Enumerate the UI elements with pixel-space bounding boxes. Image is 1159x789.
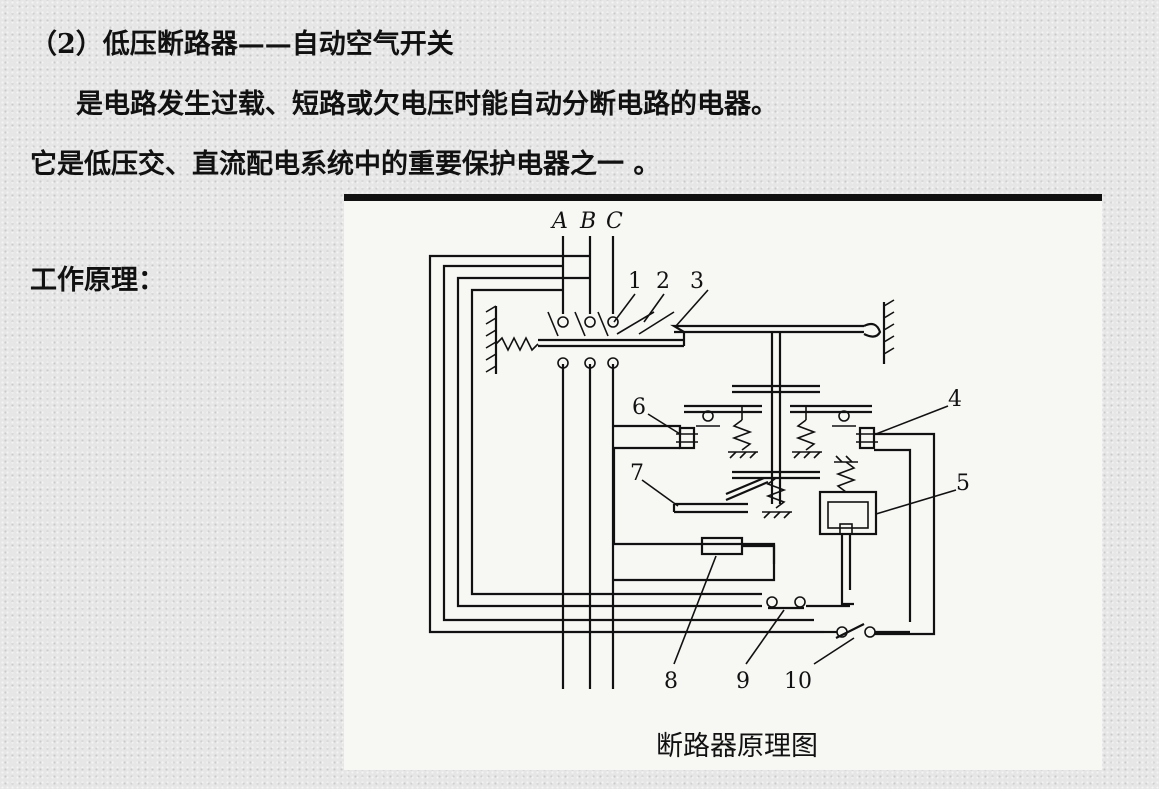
heating-element xyxy=(614,536,776,582)
section-heading: （2）低压断路器——自动空气开关 xyxy=(30,29,454,60)
stop-button-9 xyxy=(766,596,806,610)
right-lever xyxy=(790,404,872,459)
phase-label-c: C xyxy=(606,209,623,234)
contact-bar xyxy=(538,311,864,348)
phase-label-a: A xyxy=(550,209,568,234)
component-number-9: 9 xyxy=(736,669,750,694)
overcurrent-release xyxy=(612,424,776,564)
top-rule xyxy=(344,194,1102,201)
component-number-6: 6 xyxy=(632,395,646,420)
main-contacts xyxy=(547,311,619,369)
stop-button-10 xyxy=(824,623,910,639)
thermal-release xyxy=(672,476,792,519)
component-number-5: 5 xyxy=(956,471,970,496)
working-principle-label: 工作原理： xyxy=(30,265,165,296)
undervoltage-release xyxy=(856,426,936,636)
circuit-breaker-diagram: A B C 1 2 3 4 5 6 7 8 9 10 断路器原理图 xyxy=(344,194,1102,770)
component-number-3: 3 xyxy=(690,269,704,294)
schematic-drawing: A B C 1 2 3 4 5 6 7 8 9 10 xyxy=(344,194,1102,694)
component-number-7: 7 xyxy=(630,461,644,486)
component-number-1: 1 xyxy=(628,269,642,294)
phase-label-b: B xyxy=(579,209,596,234)
shunt-release xyxy=(818,455,878,606)
left-spring xyxy=(485,305,539,374)
control-wiring xyxy=(428,254,850,634)
component-number-8: 8 xyxy=(664,669,678,694)
leader-lines xyxy=(613,289,957,665)
component-number-2: 2 xyxy=(656,269,670,294)
definition-text: 是电路发生过载、短路或欠电压时能自动分断电路的电器。 xyxy=(76,89,778,120)
right-pivot xyxy=(863,299,895,364)
component-number-10: 10 xyxy=(784,669,812,694)
usage-text: 它是低压交、直流配电系统中的重要保护电器之一 。 xyxy=(30,149,661,180)
component-number-4: 4 xyxy=(948,387,962,412)
diagram-caption: 断路器原理图 xyxy=(656,731,818,762)
left-lever xyxy=(684,404,762,459)
